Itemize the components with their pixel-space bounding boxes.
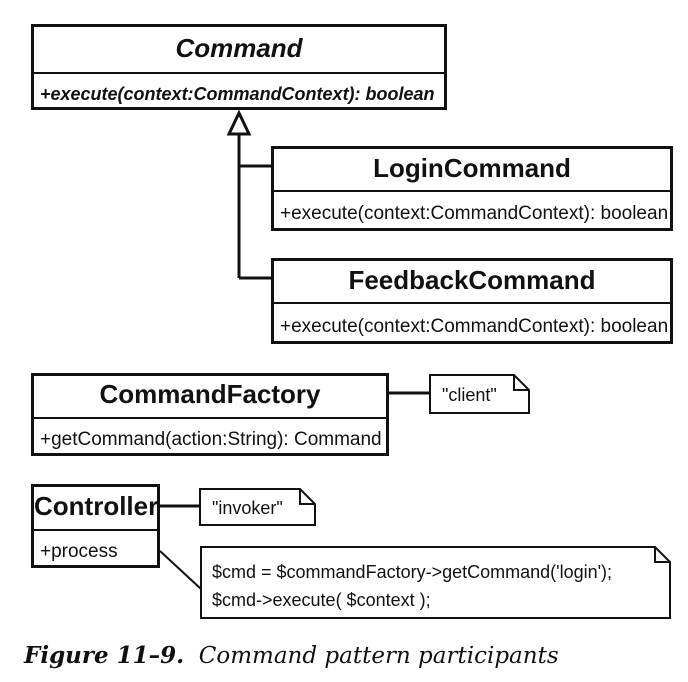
login-command-class: LoginCommand +execute(context:CommandCon… <box>271 146 673 231</box>
command-factory-class-separator <box>34 417 386 419</box>
command-execute-operation: +execute(context:CommandContext): boolea… <box>40 84 435 104</box>
command-class-name: Command <box>175 33 303 63</box>
login-command-class-name: LoginCommand <box>373 153 571 183</box>
login-command-execute-operation: +execute(context:CommandContext): boolea… <box>280 203 669 224</box>
client-note-text: "client" <box>442 385 497 405</box>
code-note-line-2: $cmd->execute( $context ); <box>212 590 431 610</box>
controller-class: Controller +process <box>31 484 160 568</box>
controller-process-operation: +process <box>40 541 118 562</box>
generalization-arrow-icon <box>226 109 252 136</box>
feedback-command-execute-operation: +execute(context:CommandContext): boolea… <box>280 316 669 337</box>
code-note <box>200 546 671 619</box>
figure-caption-title: Command pattern participants <box>198 643 559 669</box>
command-factory-class-name: CommandFactory <box>99 379 321 409</box>
feedback-command-class-separator <box>274 302 670 304</box>
command-factory-get-command-operation: +getCommand(action:String): Command <box>40 429 382 450</box>
code-note-line-1: $cmd = $commandFactory->getCommand('logi… <box>212 562 613 582</box>
invoker-note-text: "invoker" <box>212 498 283 518</box>
login-command-class-separator <box>274 190 670 192</box>
command-class-separator <box>34 72 444 74</box>
figure-caption-number: Figure 11–9. <box>24 642 185 669</box>
command-class: Command +execute(context:CommandContext)… <box>31 24 447 110</box>
command-factory-class: CommandFactory +getCommand(action:String… <box>31 373 389 456</box>
feedback-command-class-name: FeedbackCommand <box>348 265 596 295</box>
invoker-note <box>199 488 316 526</box>
process-note-connector <box>159 550 202 590</box>
controller-class-name: Controller <box>34 491 159 521</box>
controller-class-separator <box>34 529 157 531</box>
feedback-command-class: FeedbackCommand +execute(context:Command… <box>271 258 673 344</box>
client-note <box>429 374 530 414</box>
figure-caption: Figure 11–9. Command pattern participant… <box>24 642 559 669</box>
